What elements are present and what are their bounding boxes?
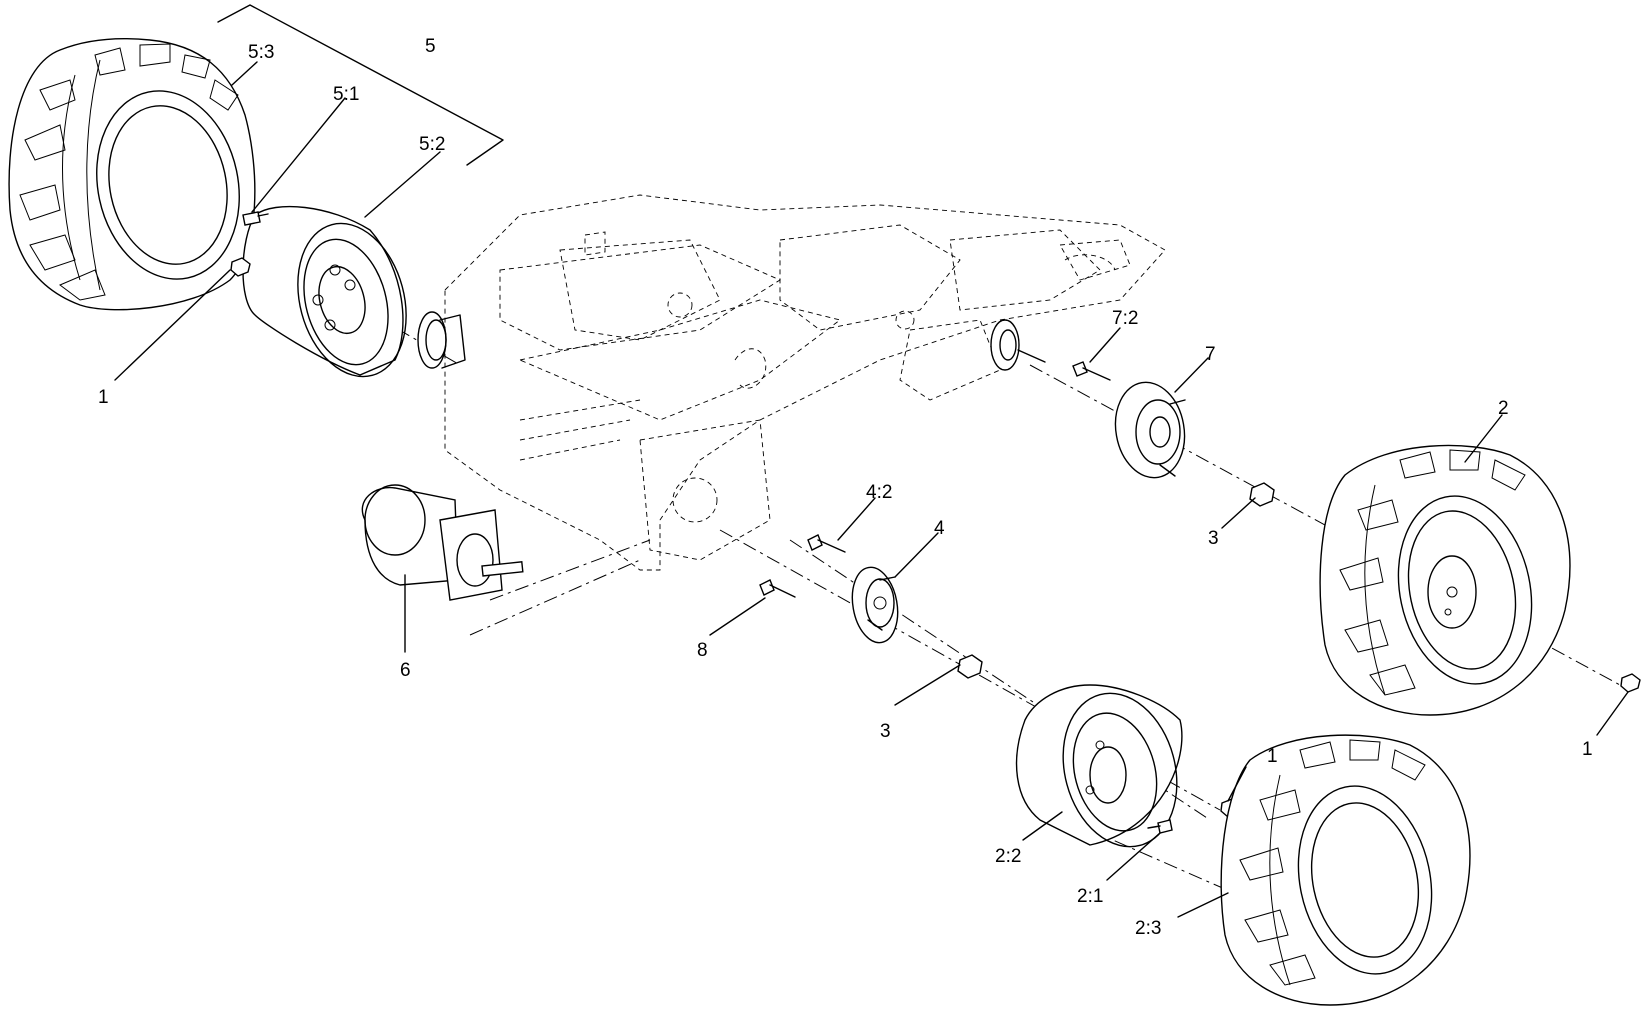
callout-5-2: 5:2 [419, 134, 445, 155]
chassis-frame-phantom [444, 194, 1166, 571]
leader-lines [114, 61, 1629, 918]
lug-nut-1-right [1620, 673, 1641, 693]
valve-stem-5-1 [242, 211, 269, 226]
callout-5-1: 5:1 [333, 84, 359, 105]
nut-3-right [1249, 482, 1275, 507]
wheel-motor-6 [361, 484, 524, 601]
nut-3-mid [957, 654, 983, 679]
rim-5-2 [242, 205, 407, 378]
hub-4 [851, 566, 899, 644]
callout-5-3: 5:3 [248, 42, 274, 63]
callout-2-3: 2:3 [1135, 918, 1161, 939]
valve-stem-2-1 [1147, 819, 1173, 834]
callout-2-2: 2:2 [995, 846, 1021, 867]
callout-3-right: 3 [1208, 528, 1219, 549]
callout-3-mid: 3 [880, 721, 891, 742]
hub-7 [1114, 381, 1186, 479]
callout-4-2: 4:2 [866, 482, 892, 503]
callout-7-2: 7:2 [1112, 308, 1138, 329]
callout-6: 6 [400, 660, 411, 681]
callout-4: 4 [934, 518, 945, 539]
callout-1-right: 1 [1582, 739, 1593, 760]
rim-2-2 [1015, 684, 1183, 848]
hub-left-frame [417, 311, 466, 369]
callout-5: 5 [425, 36, 436, 57]
bolt-4-2 [807, 534, 846, 553]
callout-1-left: 1 [98, 387, 109, 408]
hub-right-frame [990, 319, 1046, 371]
bolt-8 [759, 579, 796, 598]
assembly-bracket-5 [217, 4, 504, 166]
callout-2: 2 [1498, 398, 1509, 419]
bolt-7-2 [1072, 361, 1111, 381]
callout-2-1: 2:1 [1077, 886, 1103, 907]
tire-5-3 [8, 38, 256, 311]
callout-8: 8 [697, 640, 708, 661]
tire-2-3 [1220, 734, 1471, 1006]
callout-labels: 1 5:3 5 5:1 5:2 6 8 4:2 4 3 7:2 7 3 2 1 … [98, 36, 1593, 939]
callout-7: 7 [1205, 344, 1216, 365]
callout-1-mid: 1 [1267, 746, 1278, 767]
lug-nut-1-left [230, 257, 251, 277]
tire-2-assembly [1319, 444, 1571, 716]
